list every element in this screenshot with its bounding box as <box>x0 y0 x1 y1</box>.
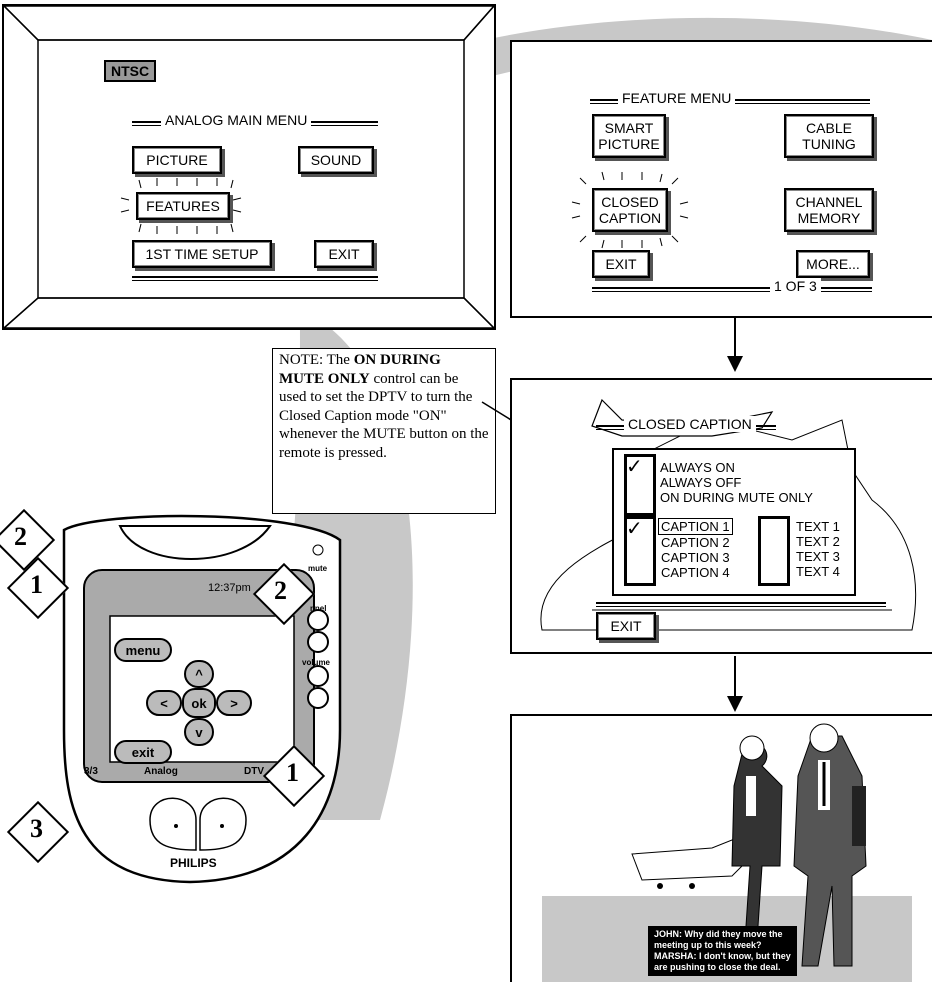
cc-title: CLOSED CAPTION <box>624 416 756 432</box>
right-button[interactable]: > <box>216 690 252 716</box>
caption-4[interactable]: CAPTION 4 <box>661 565 730 580</box>
left-button[interactable]: < <box>146 690 182 716</box>
mode-check-icon: ✓ <box>626 456 643 478</box>
step-2-right-label: 2 <box>274 576 287 605</box>
cc-bottom-rule <box>596 602 886 607</box>
analog-menu-title: ANALOG MAIN MENU <box>161 112 312 128</box>
note-bold: ON DURING MUTE ONLY <box>279 352 441 387</box>
subtitle-line-3: MARSHA: I don't know, but they <box>654 951 791 961</box>
down-button[interactable]: v <box>184 718 214 746</box>
note-suffix: control can be used to set the DPTV to t… <box>279 370 489 461</box>
closed-caption-button[interactable]: CLOSED CAPTION <box>592 188 668 232</box>
arrow-down-2-icon <box>727 656 743 712</box>
closed-caption-highlight-rays <box>571 171 689 249</box>
mode-mute-only[interactable]: ON DURING MUTE ONLY <box>660 490 813 505</box>
subtitle-line-1: JOHN: Why did they move the <box>654 929 783 939</box>
menu-button[interactable]: menu <box>114 638 172 662</box>
caption-checkbox[interactable] <box>624 516 656 586</box>
step-2-left-label: 2 <box>14 522 27 551</box>
text-2[interactable]: TEXT 2 <box>796 534 840 549</box>
analog-exit-button[interactable]: EXIT <box>314 240 374 268</box>
caption-1[interactable]: CAPTION 1 <box>658 518 733 535</box>
caption-2[interactable]: CAPTION 2 <box>661 535 730 550</box>
note-prefix: NOTE: The <box>279 352 354 368</box>
cc-exit-button[interactable]: EXIT <box>596 612 656 640</box>
ok-button[interactable]: ok <box>182 688 216 718</box>
closed-caption-screen: CLOSED CAPTION ✓ ALWAYS ON ALWAYS OFF ON… <box>510 378 932 654</box>
step-1-left-label: 1 <box>30 570 43 599</box>
step-1-right-label: 1 <box>286 758 299 787</box>
mode-checkbox[interactable] <box>624 454 656 516</box>
features-button[interactable]: FEATURES <box>136 192 230 220</box>
remote-brand: PHILIPS <box>170 856 217 870</box>
text-1[interactable]: TEXT 1 <box>796 519 840 534</box>
subtitle-line-2: meeting up to this week? <box>654 940 762 950</box>
subtitle-box: JOHN: Why did they move the meeting up t… <box>648 926 797 976</box>
ntsc-badge: NTSC <box>104 60 157 82</box>
remote-control: 12:37pm mute nnel volume menu ok ^ v < >… <box>0 508 350 890</box>
menu-bottom-rule <box>132 276 378 281</box>
text-4[interactable]: TEXT 4 <box>796 564 840 579</box>
sound-button[interactable]: SOUND <box>298 146 374 174</box>
caption-demo-screen: JOHN: Why did they move the meeting up t… <box>510 714 932 982</box>
cable-tuning-button[interactable]: CABLE TUNING <box>784 114 874 158</box>
caption-check-icon: ✓ <box>626 518 643 540</box>
mode-list: ALWAYS ON ALWAYS OFF ON DURING MUTE ONLY <box>660 460 813 505</box>
smart-picture-button[interactable]: SMART PICTURE <box>592 114 666 158</box>
exit-button[interactable]: exit <box>114 740 172 764</box>
first-time-setup-button[interactable]: 1ST TIME SETUP <box>132 240 272 268</box>
remote-dtv-label: DTV <box>244 766 264 777</box>
text-3[interactable]: TEXT 3 <box>796 549 840 564</box>
more-button[interactable]: MORE... <box>796 250 870 278</box>
remote-page-label: 3/3 <box>84 766 98 777</box>
text-checkbox[interactable] <box>758 516 790 586</box>
mode-always-off[interactable]: ALWAYS OFF <box>660 475 742 490</box>
picture-button[interactable]: PICTURE <box>132 146 222 174</box>
feature-bottom-rule <box>592 287 872 292</box>
remote-mute-label: mute <box>308 564 328 573</box>
features-highlight-rays <box>120 178 242 234</box>
remote-analog-label: Analog <box>144 766 178 777</box>
analog-menu-screen: NTSC ANALOG MAIN MENU PICTURE SOUND FEAT… <box>2 4 496 330</box>
note-box: NOTE: The ON DURING MUTE ONLY control ca… <box>272 348 496 514</box>
mode-always-on[interactable]: ALWAYS ON <box>660 460 735 475</box>
caption-3[interactable]: CAPTION 3 <box>661 550 730 565</box>
text-list: TEXT 1 TEXT 2 TEXT 3 TEXT 4 <box>796 519 840 579</box>
up-button[interactable]: ^ <box>184 660 214 688</box>
feature-exit-button[interactable]: EXIT <box>592 250 650 278</box>
arrow-down-1-icon <box>727 318 743 372</box>
feature-menu-title: FEATURE MENU <box>618 90 736 106</box>
page-indicator: 1 OF 3 <box>770 278 821 294</box>
feature-menu-screen: FEATURE MENU SMART PICTURE CABLE TUNING … <box>510 40 932 318</box>
remote-channel-label: nnel <box>310 604 327 613</box>
remote-volume-label: volume <box>302 658 331 667</box>
subtitle-line-4: are pushing to close the deal. <box>654 962 781 972</box>
remote-time: 12:37pm <box>208 582 251 594</box>
caption-list: CAPTION 1 CAPTION 2 CAPTION 3 CAPTION 4 <box>658 518 733 580</box>
channel-memory-button[interactable]: CHANNEL MEMORY <box>784 188 874 232</box>
step-3-left-label: 3 <box>30 814 43 843</box>
